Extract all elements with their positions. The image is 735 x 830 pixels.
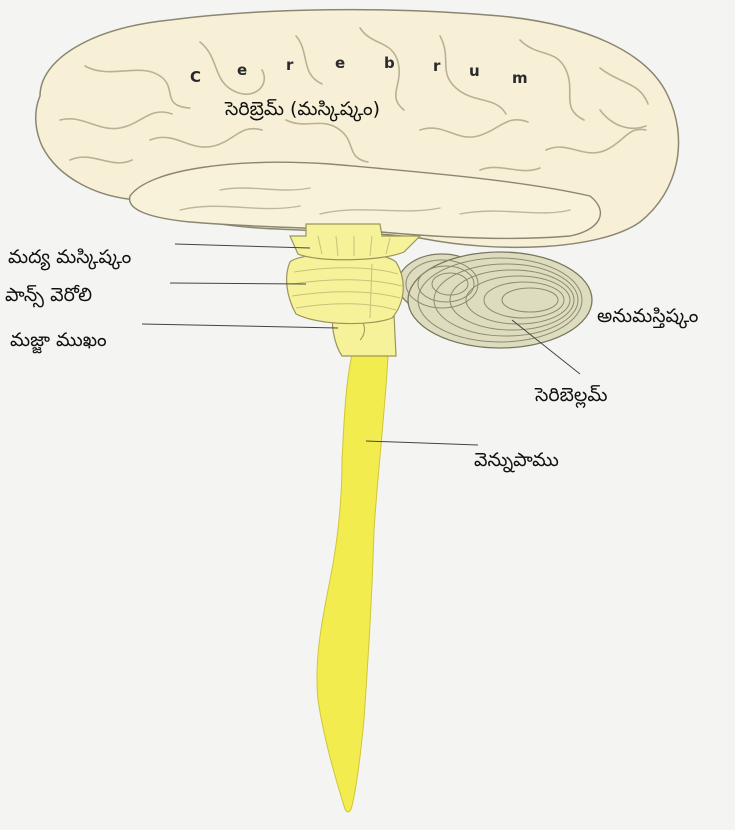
cerebrum-letter: r (286, 56, 294, 74)
cerebrum-letter: m (512, 69, 528, 87)
cerebrum-letter: u (469, 62, 480, 80)
spinal-cord (317, 355, 388, 812)
pons (287, 253, 404, 324)
cerebrum-letter: e (335, 54, 345, 72)
midbrain-label: మద్య మస్కిష్కం (8, 246, 131, 268)
cerebrum-letter: e (237, 61, 247, 79)
cerebrum (36, 10, 679, 248)
cerebrum-letter: b (384, 54, 395, 72)
cerebellum-label: సెరిబెల్లమ్ (535, 384, 607, 406)
medulla-label: మజ్జా ముఖం (10, 329, 107, 351)
cerebellum (398, 252, 592, 348)
spinal-cord-label: వెన్నుపాము (474, 449, 559, 471)
cerebrum-letter: r (433, 57, 441, 75)
cerebellum-telugu-label: అనుమస్తిష్కం (597, 305, 698, 327)
pons-label: పాన్స్ వెరోలి (5, 284, 92, 306)
cerebrum-label: సెరిబ్రెమ్ (మస్కిష్కం) (225, 98, 380, 120)
cerebrum-letter: C (190, 68, 201, 86)
